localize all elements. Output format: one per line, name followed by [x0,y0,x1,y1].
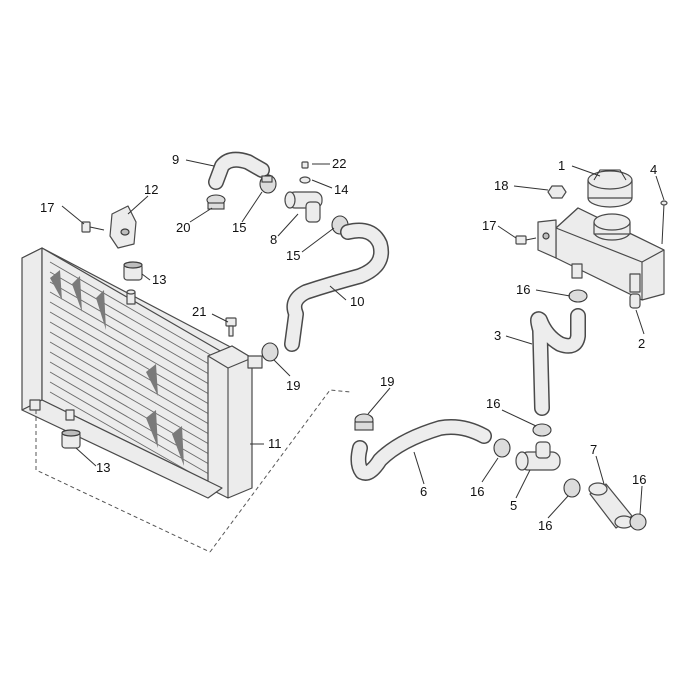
callout-19-left: 19 [286,378,300,393]
callout-13-lower: 13 [96,460,110,475]
t-fitting-8 [284,191,323,223]
callout-5: 5 [510,498,517,513]
washer-14 [299,176,311,184]
assembly-guide-lines [35,389,351,553]
leader-lines [61,159,665,519]
hose-clamp-16-far-right [629,513,647,531]
callout-11: 11 [268,436,282,451]
callout-20: 20 [176,220,190,235]
callout-16-left: 16 [470,484,484,499]
callout-6: 6 [420,484,427,499]
hose-clamp-16-right [563,478,581,498]
hose-clamp-20 [206,194,226,210]
hose-clamp-16-left [493,438,511,458]
hose-6 [350,419,492,481]
callout-19-right: 19 [380,374,394,389]
callout-16-far-right: 16 [632,472,646,487]
callout-16-right: 16 [538,518,552,533]
bolt-21 [225,317,237,337]
hose-3 [530,308,586,416]
screw-22 [301,161,309,169]
reservoir-cap [587,169,633,208]
screw-4 [660,200,668,245]
callout-14: 14 [334,182,348,197]
callout-9: 9 [172,152,179,167]
nut-18 [547,185,567,199]
mounting-bracket [109,205,137,249]
callout-15-lower: 15 [286,248,300,263]
callout-7: 7 [590,442,597,457]
bolt-left [81,221,105,233]
callout-8: 8 [270,232,277,247]
reservoir-tank [537,207,665,301]
hose-clamp-16-tank [568,289,588,303]
hose-clamp-16-middle [532,423,552,437]
callout-2: 2 [638,336,645,351]
callout-15-upper: 15 [232,220,246,235]
bolt-17-right [515,235,537,245]
callout-3: 3 [494,328,501,343]
hose-clamp-19-right [354,413,374,431]
t-fitting-5 [515,441,561,471]
callout-1: 1 [558,158,565,173]
callout-10: 10 [350,294,364,309]
callout-22: 22 [332,156,346,171]
hose-7 [588,482,634,529]
grommet-2 [629,293,641,309]
callout-16-tank: 16 [516,282,530,297]
callout-18: 18 [494,178,508,193]
callout-12: 12 [144,182,158,197]
hose-clamp-19-left [261,342,279,362]
hose-clamp-15-upper [259,174,277,194]
callout-labels: 1 4 18 17 16 2 3 16 19 6 16 5 16 7 16 9 … [40,152,657,533]
callout-4: 4 [650,162,657,177]
callout-17-left: 17 [40,200,54,215]
hose-10 [284,222,389,352]
rubber-mount-lower [61,429,81,449]
callout-16-middle: 16 [486,396,500,411]
radiator [21,247,263,499]
callout-17-right: 17 [482,218,496,233]
callout-13-upper: 13 [152,272,166,287]
callout-21: 21 [192,304,206,319]
hose-upper-elbow [208,151,270,190]
rubber-mount-upper [123,261,143,281]
